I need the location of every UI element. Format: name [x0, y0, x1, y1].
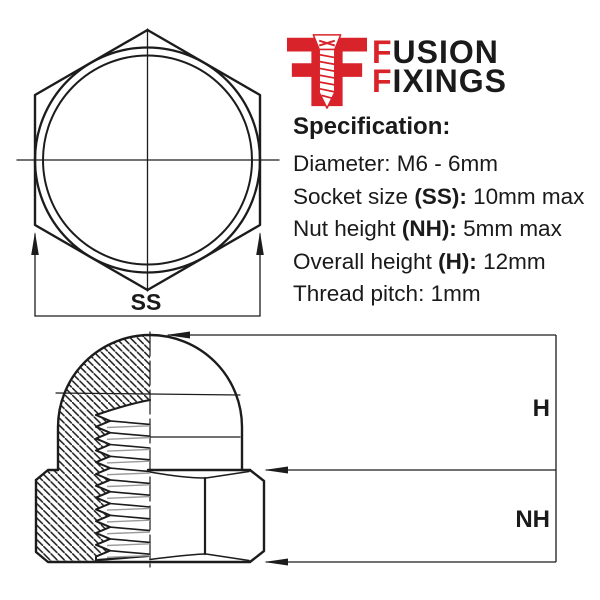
- nut-height-label: NH: [515, 506, 550, 533]
- spec-text: 12mm: [476, 248, 546, 274]
- top-view-drawing: SS: [16, 28, 280, 317]
- thread-crest-lines: [106, 420, 151, 558]
- thread-profile-zigzag: [95, 414, 111, 563]
- cavity-ceiling-line: [95, 399, 151, 416]
- spec-text: Thread pitch: 1mm: [293, 281, 481, 306]
- spec-line-diameter: Diameter: M6 - 6mm: [293, 148, 595, 181]
- logo-rest-2: IXINGS: [392, 63, 508, 99]
- spec-text-bold: (NH):: [401, 216, 457, 241]
- logo-rest-1: USION: [392, 34, 499, 70]
- arrowhead-left-bottom: [264, 558, 288, 566]
- spec-line-overall-height: Overall height (H): 12mm: [293, 246, 595, 279]
- overall-height-label: H: [533, 395, 550, 422]
- double-f-mark: [286, 37, 368, 107]
- hex-chamfer-top-right-face: [205, 470, 250, 479]
- spec-text-bold: (H):: [438, 248, 477, 274]
- spec-text: 5mm max: [456, 216, 562, 241]
- section-view-drawing: H NH: [34, 331, 557, 568]
- spec-text: Diameter: M6 - 6mm: [293, 151, 499, 176]
- spec-text: Overall height: [293, 248, 439, 274]
- spec-text-bold: (SS):: [414, 183, 467, 209]
- hex-chamfer-top-left-face: [149, 471, 205, 479]
- hex-chamfer-bottom-left-face: [149, 553, 205, 561]
- specification-title: Specification:: [293, 113, 451, 140]
- specification-block: Specification: Diameter: M6 - 6mm Socket…: [293, 113, 595, 311]
- logo-initial-1: F: [372, 34, 393, 70]
- logo-initial-2: F: [372, 63, 393, 99]
- screw-glyph: [312, 34, 342, 109]
- fusion-fixings-logo-icon: [286, 34, 368, 109]
- logo-wordmark: FUSION FIXINGS: [372, 36, 507, 97]
- arrowhead-left-middle: [264, 466, 288, 474]
- logo-word-fixings: FIXINGS: [372, 65, 507, 97]
- hex-body-outline: [34, 468, 266, 564]
- spec-line-socket-size: Socket size (SS): 10mm max: [293, 181, 595, 214]
- spec-text: Nut height: [293, 216, 402, 241]
- arrowhead-left-top: [166, 331, 190, 339]
- hex-top-edge-left: [34, 468, 60, 482]
- hex-chamfer-bottom-right-face: [205, 553, 250, 562]
- spec-text: 10mm max: [466, 183, 585, 209]
- logo-word-fusion: FUSION: [372, 36, 507, 68]
- section-hatch-area: [36, 335, 150, 562]
- ss-dimension-label: SS: [131, 289, 162, 315]
- arrowhead-up-left: [31, 232, 39, 255]
- height-dimension-lines: [168, 334, 557, 563]
- spec-line-nut-height: Nut height (NH): 5mm max: [293, 213, 595, 246]
- arrowhead-up-right: [256, 232, 264, 255]
- spec-line-thread-pitch: Thread pitch: 1mm: [293, 278, 595, 311]
- spec-text: Socket size: [293, 183, 415, 209]
- dome-transition-line-upper: [55, 392, 241, 396]
